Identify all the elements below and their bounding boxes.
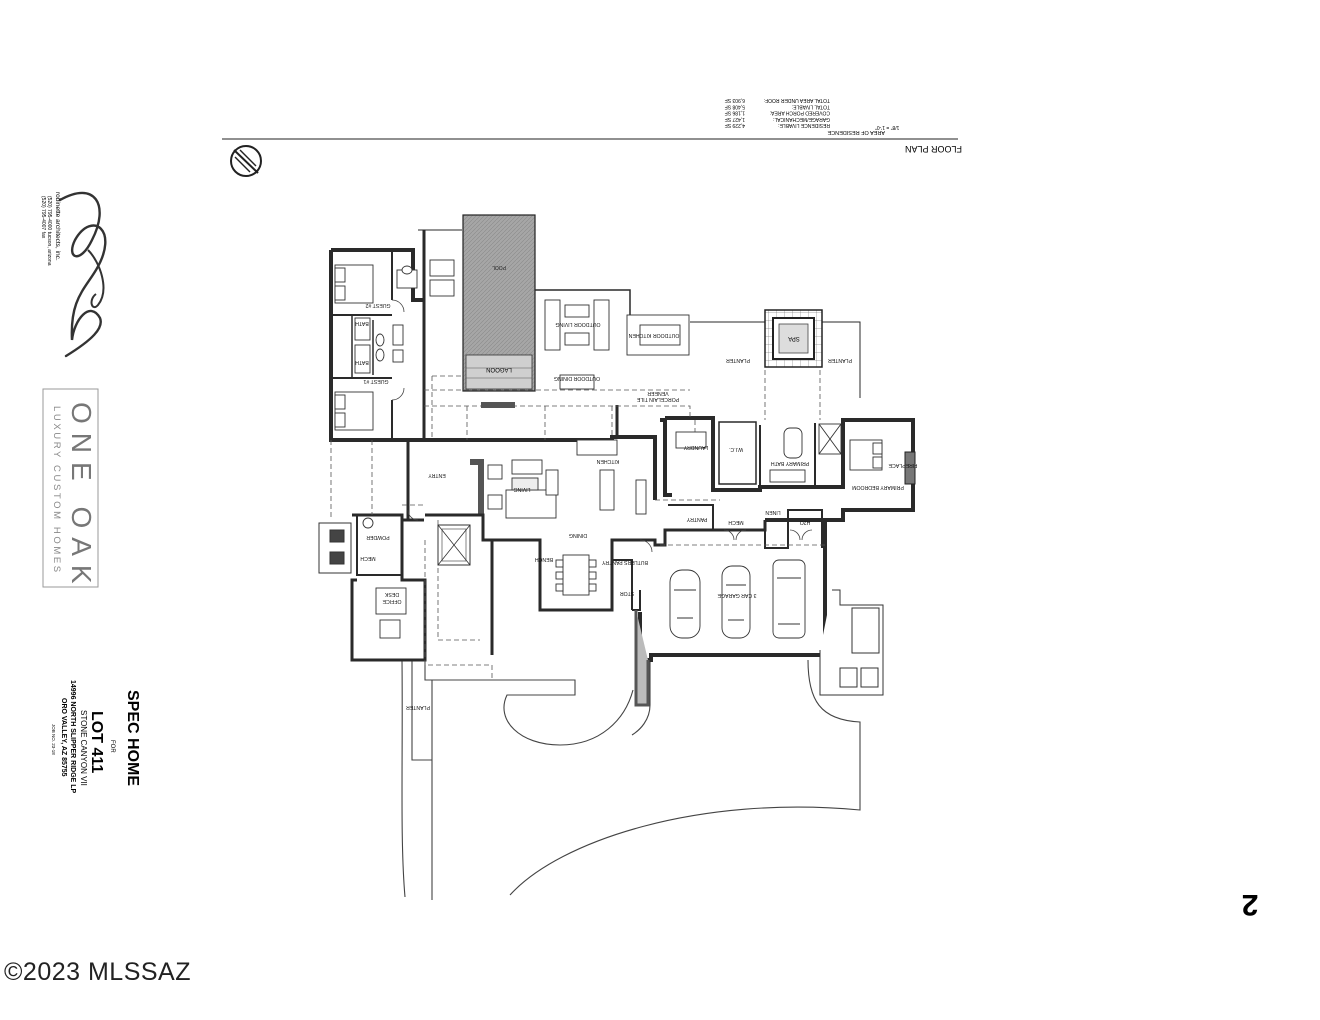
room-label-guest2: GUEST #2 [365,302,390,308]
room-label-powder: POWDER [366,534,390,540]
area-row-value: 5,408 SF [725,103,745,109]
architect-line2: (520) 795-4000 tucson, arizona [46,196,52,266]
ac-units [318,522,884,696]
scale-note: 1/8" = 1'-0" [875,124,900,130]
room-label-kitchen: KITCHEN [596,458,619,464]
spa-label: SPA [788,335,800,341]
room-label-stor: STOR [620,590,635,596]
room-label-outdoor-kitchen: OUTDOOR KITCHEN [628,332,679,338]
room-label-outdoor-living: OUTDOOR LIVING [556,321,601,327]
project-title: SPEC HOME [124,690,141,786]
room-label-desk: DESK [384,591,399,597]
room-label-wic: W.I.C. [729,446,743,452]
room-label-pantry: PANTRY [686,516,707,522]
room-label-guest1: GUEST #1 [363,378,388,384]
address-line1: 14996 NORTH SLIPPER RIDGE LP [69,680,76,794]
drawing-title: FLOOR PLAN [905,144,962,154]
pool [462,214,536,408]
sheet-number: 2 [1242,888,1259,921]
area-row-value: 1,186 SF [725,110,745,116]
room-label-primary-bedroom: PRIMARY BEDROOM [852,484,904,490]
room-label-planter-a: PLANTER [726,357,750,363]
entry-courtyard [437,524,471,566]
architect-line1: robinette architects, inc. [54,192,61,261]
area-row-label: TOTAL AREA UNDER ROOF: [764,97,830,103]
subdivision: STONE CANYON VII [79,710,88,786]
room-label-mech-a: MECH [360,555,376,561]
address-line2: ORO VALLEY, AZ 85755 [60,698,67,777]
room-label-h2o: H2O [800,519,811,525]
room-label-planter-c: PLANTER [406,704,430,710]
room-label-primary-bath: PRIMARY BATH [771,460,810,466]
area-heading: AREA OF RESIDENCE [827,129,885,135]
area-row-label: RESIDENCE LIVABLE: [778,122,830,128]
walls [329,229,915,707]
area-row-label: TOTAL LIVABLE: [792,103,830,109]
room-label-outdoor-dining: OUTDOOR DINING [554,375,600,381]
brand-name: ONE OAK [66,402,97,593]
room-label-planter-b: PLANTER [828,357,852,363]
room-label-mech-b: MECH [728,519,744,525]
area-row-value: 4,229 SF [725,122,745,128]
door-swings [391,299,813,553]
job-number: JOB NO. 23-18 [51,724,56,755]
area-row-label: GARAGE/MECHANICAL: [773,116,830,122]
room-label-office: OFFICE [382,598,402,604]
room-label-bath-a: BATH [355,320,369,326]
for-label: FOR [109,740,115,753]
lagoon-label: LAGOON [486,366,512,372]
room-label-laundry: LAUNDRY [683,444,708,450]
room-label-garage: 3 CAR GARAGE [717,592,756,598]
furniture [334,259,883,639]
mls-watermark: ©2023 MLSSAZ [4,958,192,986]
room-label-fireplace: FIREPLACE [888,462,917,468]
room-label-butlers-pantry: BUTLERS PANTRY [601,559,647,565]
room-label-porcelain: PORCELAIN TILE [636,396,679,402]
site-lines [401,655,861,900]
one-oak-logo: ONE OAK LUXURY CUSTOM HOMES [42,388,99,593]
north-arrow-icon [230,145,262,177]
room-label-bath-b: BATH [355,359,369,365]
lot-number: LOT 411 [88,711,105,773]
spa [764,309,823,368]
fireplace [904,451,916,485]
room-label-bench: BENCH [535,556,553,562]
area-table: RESIDENCE LIVABLE: 4,229 SF GARAGE/MECHANI… [725,97,830,128]
architect-line3: (520) 795-4007 fax [40,196,46,239]
room-label-dining: DINING [569,532,587,538]
architect-stamp [58,191,107,358]
area-row-label: COVERED PORCH AREA: [770,110,830,116]
room-label-veneer: VENEER [647,390,669,396]
pool-label: POOL [492,264,506,270]
area-row-value: 6,903 SF [725,97,745,103]
room-label-linen: LINEN [765,509,781,515]
project-title-block: SPEC HOME FOR LOT 411 STONE CANYON VII 1… [51,680,141,794]
area-row-value: 1,427 SF [725,116,745,122]
room-label-entry: ENTRY [428,472,446,478]
room-label-living: LIVING [513,486,530,492]
room-labels: GUEST #2 BATH BATH GUEST #1 OUTDOOR LIVING OU… [355,302,917,710]
brand-tagline: LUXURY CUSTOM HOMES [51,406,62,575]
